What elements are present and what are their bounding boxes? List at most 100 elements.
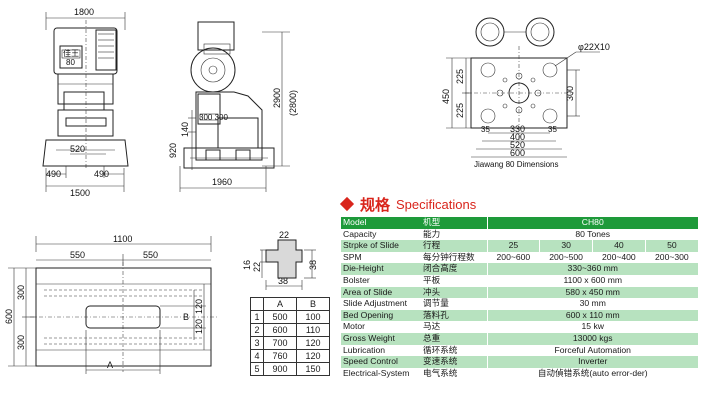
ab-row-number: 3 <box>250 336 264 350</box>
dim-920: 920 <box>168 143 178 158</box>
dim-120-bottom: 120 <box>194 319 204 334</box>
dim-38-right: 38 <box>308 260 318 270</box>
ab-row-number: 5 <box>250 362 264 376</box>
ab-row-number: 1 <box>250 310 264 324</box>
spec-value: 30 mm <box>486 298 698 310</box>
dim-600-bolster: 600 <box>4 309 14 324</box>
spec-header-model: CH80 <box>486 217 698 229</box>
dim-550-right: 550 <box>143 250 158 260</box>
spec-value: 600 x 110 mm <box>486 309 698 322</box>
ab-value-a: 700 <box>263 336 297 350</box>
spec-label-english: Speed Control <box>341 356 421 368</box>
dim-520-front: 520 <box>70 144 85 154</box>
spec-label-english: Motor <box>341 321 421 333</box>
spec-value: 80 Tones <box>486 228 698 241</box>
spec-label-chinese: 调节量 <box>421 298 487 310</box>
dim-520-dims: 520 <box>510 140 525 150</box>
spec-value: 330~360 mm <box>486 263 698 275</box>
spec-value: 200~600 <box>486 251 540 264</box>
dim-120-top: 120 <box>194 299 204 314</box>
ab-header-b: B <box>296 297 330 311</box>
ab-value-b: 110 <box>296 323 330 337</box>
spec-value: 200~400 <box>592 251 646 264</box>
spec-label-chinese: 变速系统 <box>421 356 487 368</box>
spec-label-chinese: 能力 <box>421 228 487 241</box>
ab-header-blank <box>250 297 264 311</box>
dim-1500: 1500 <box>70 188 90 198</box>
spec-label-chinese: 循环系统 <box>421 344 487 357</box>
spec-label-chinese: 行程 <box>421 240 487 252</box>
label-b: B <box>183 312 189 322</box>
spec-label-english: Capacity <box>341 228 421 241</box>
spec-label-english: Electrical-System <box>341 367 421 380</box>
spec-value: 1100 x 600 mm <box>486 274 698 287</box>
ab-row-number: 4 <box>250 349 264 363</box>
dim-35-right: 35 <box>548 125 557 134</box>
spec-label-english: Strpke of Slide <box>341 240 421 252</box>
dim-16: 16 <box>242 260 252 270</box>
t-slot-drawing: 22 16 22 38 38 <box>242 230 318 290</box>
ab-value-b: 120 <box>296 349 330 363</box>
ab-row-number: 2 <box>250 323 264 337</box>
bolster-view-drawing: 1100 550 550 600 300 300 B 120 120 <box>4 234 218 374</box>
dimensions-caption: Jiawang 80 Dimensions <box>474 160 559 169</box>
label-a: A <box>107 360 113 370</box>
dim-490-right: 490 <box>94 169 109 179</box>
diamond-bullet-icon <box>339 196 355 212</box>
dim-225-top: 225 <box>455 69 465 84</box>
hole-label: φ22X10 <box>578 42 610 52</box>
ab-value-b: 120 <box>296 336 330 350</box>
spec-label-english: Die-Height <box>341 263 421 275</box>
dim-38-bottom: 38 <box>278 276 288 286</box>
spec-value: 580 x 450 mm <box>486 286 698 299</box>
ab-header-a: A <box>263 297 297 311</box>
dim-1960: 1960 <box>212 177 232 187</box>
ab-value-a: 600 <box>263 323 297 337</box>
spec-value: 40 <box>592 240 646 252</box>
dim-600-dims: 600 <box>510 148 525 158</box>
dim-22-top: 22 <box>279 230 289 240</box>
dim-550-left: 550 <box>70 250 85 260</box>
dim-330: 330 <box>510 124 525 134</box>
plate-text-1: 佳王 <box>63 48 79 58</box>
dim-300-right: 300 <box>565 86 575 101</box>
ab-value-a: 500 <box>263 310 297 324</box>
ab-value-a: 900 <box>263 362 297 376</box>
dim-1100: 1100 <box>113 234 132 244</box>
spec-value: 自动偵错系统(auto error-der) <box>486 367 698 380</box>
heading-english: Specifications <box>396 196 477 212</box>
dim-140: 140 <box>180 122 190 137</box>
spec-value: 200~500 <box>539 251 593 264</box>
spec-label-english: SPM <box>341 251 421 264</box>
spec-label-english: Bed Opening <box>341 309 421 322</box>
dim-300-top: 300 <box>16 285 26 300</box>
dim-225-bottom: 225 <box>455 103 465 118</box>
ab-value-b: 100 <box>296 310 330 324</box>
spec-label-chinese: 电气系统 <box>421 367 487 380</box>
ab-value-a: 760 <box>263 349 297 363</box>
dim-2800: (2800) <box>288 90 298 116</box>
front-view-drawing: 1800 佳王 80 520 490 490 <box>42 7 129 198</box>
spec-header-chinese: 机型 <box>421 217 487 229</box>
dim-2900: 2900 <box>272 88 282 108</box>
spec-label-english: Bolster <box>341 274 421 287</box>
spec-label-chinese: 落料孔 <box>421 309 487 322</box>
spec-label-english: Gross Weight <box>341 332 421 345</box>
spec-label-chinese: 每分钟行程数 <box>421 251 487 264</box>
spec-value: 50 <box>644 240 698 252</box>
spec-value: 30 <box>539 240 593 252</box>
